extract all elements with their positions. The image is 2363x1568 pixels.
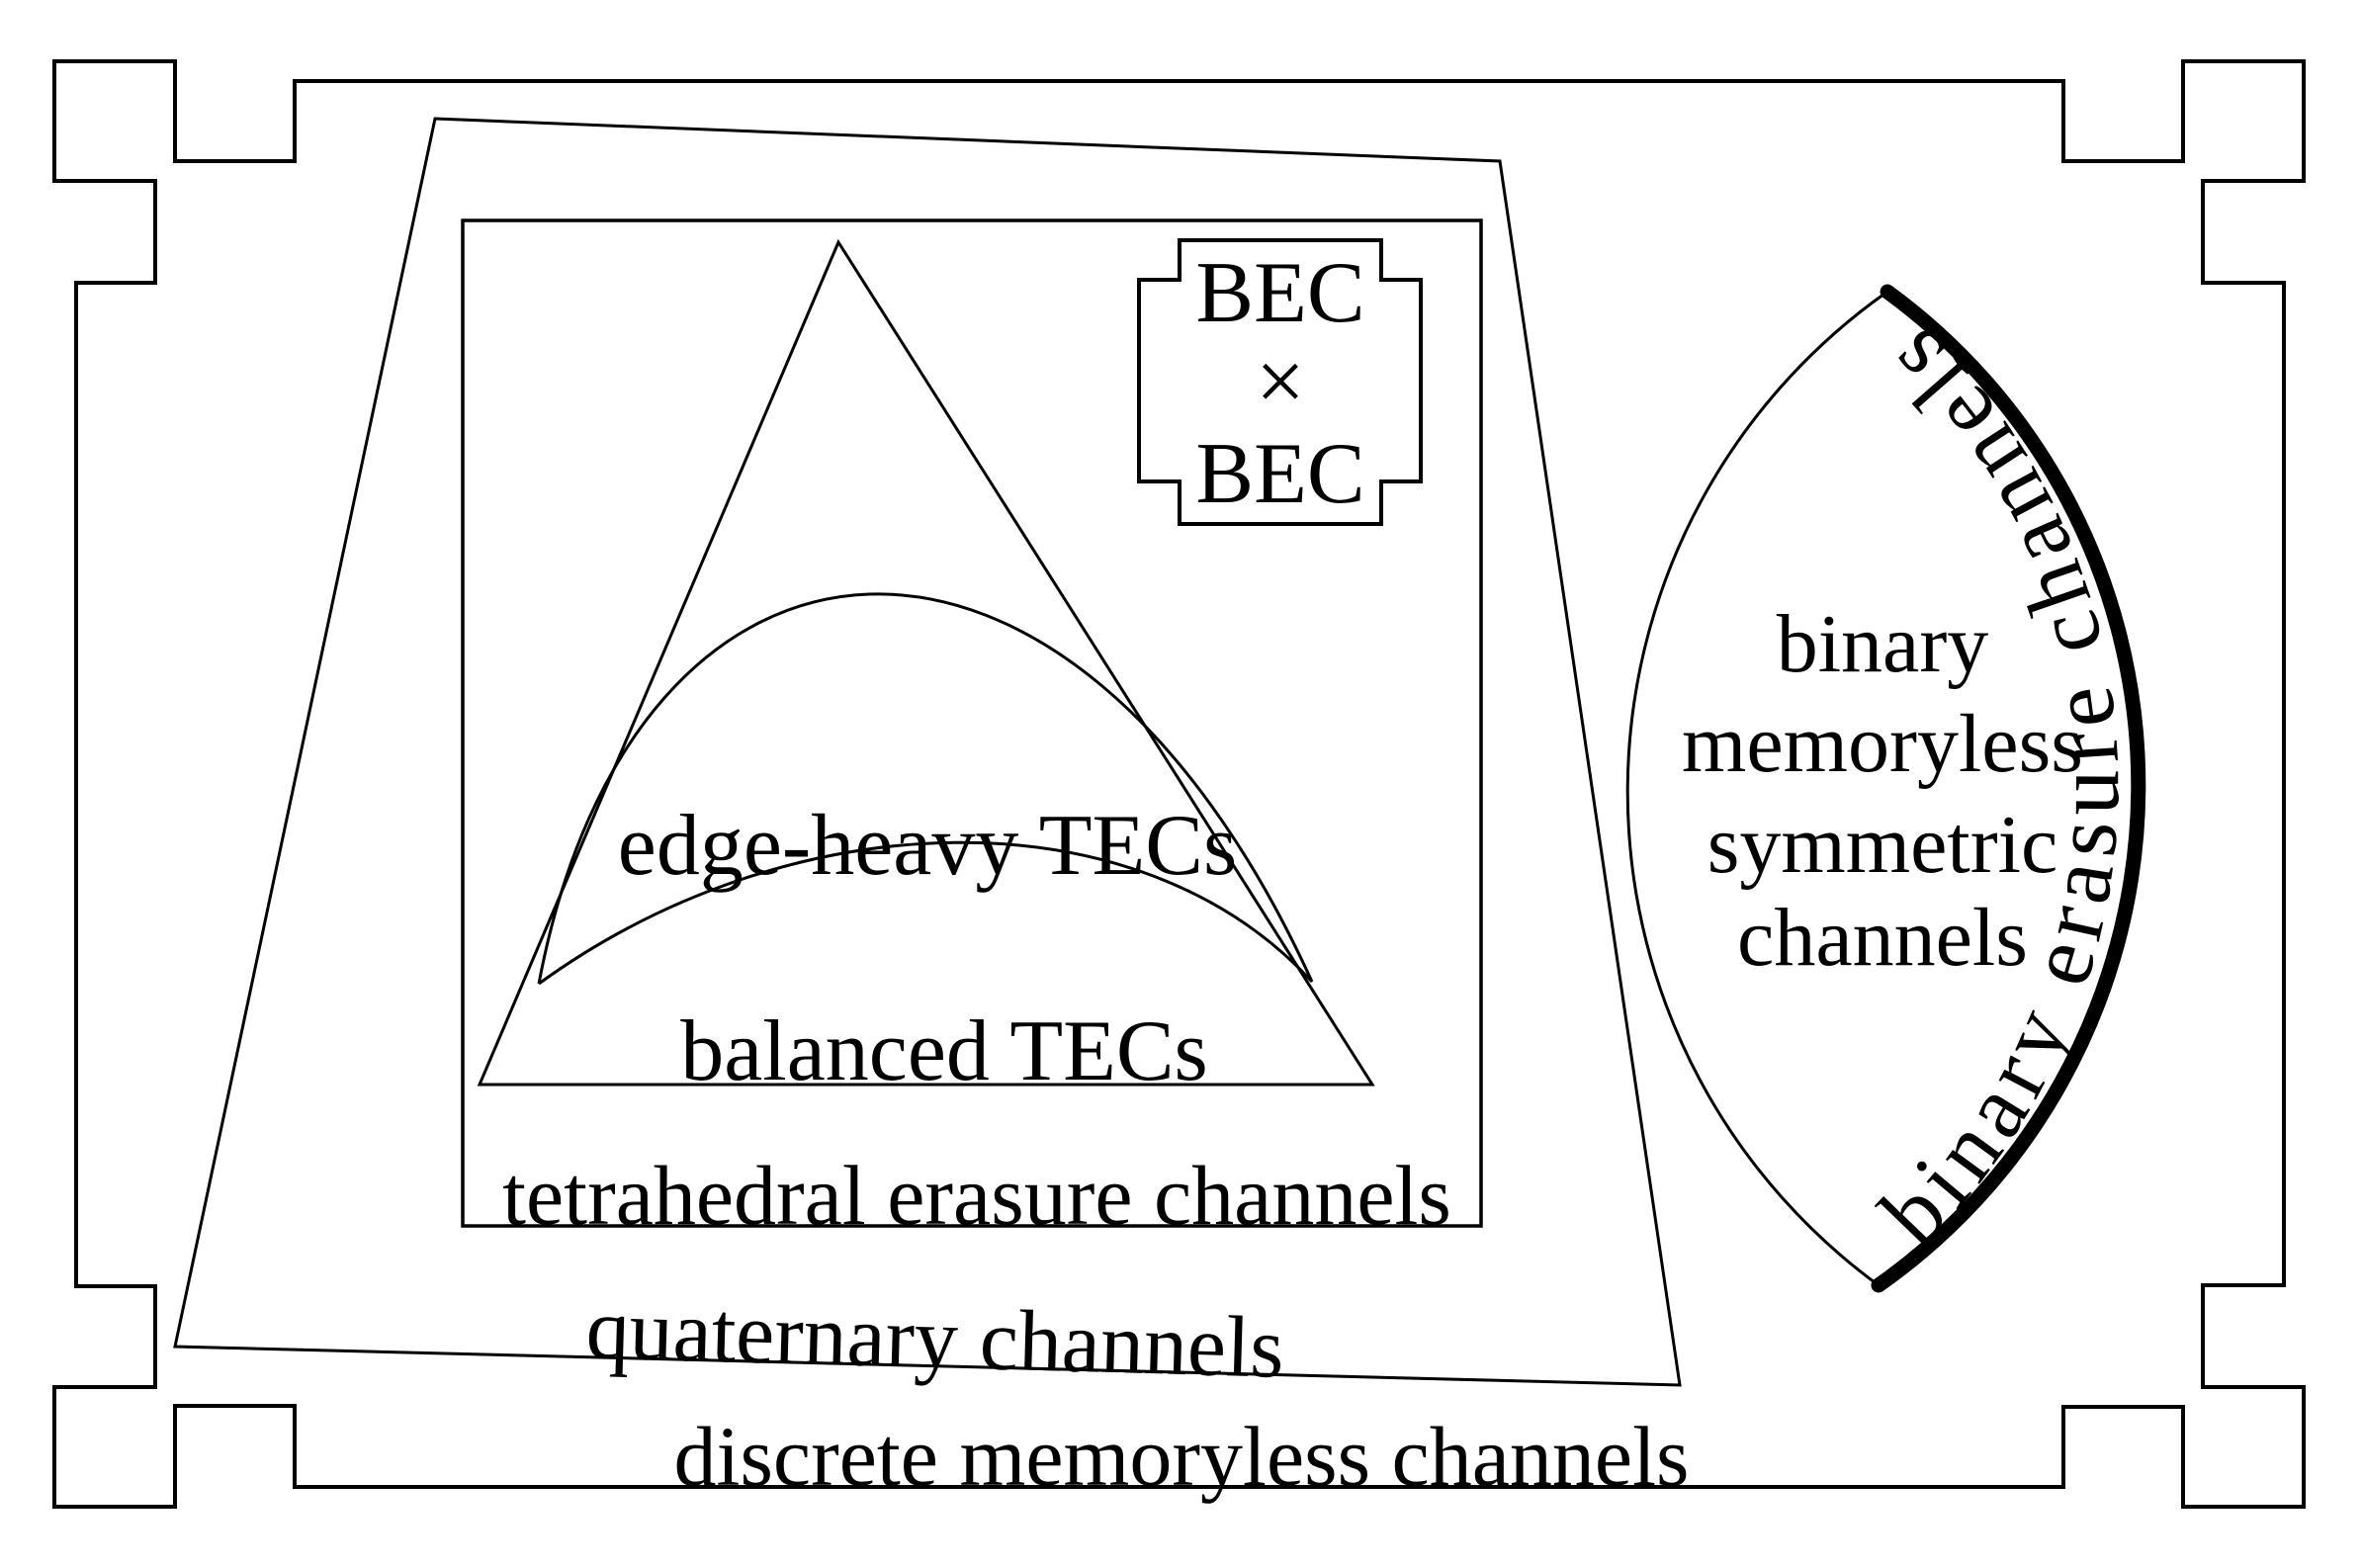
tetrahedral-erasure-channels-label: tetrahedral erasure channels bbox=[502, 1148, 1451, 1243]
bms-left-arc bbox=[1625, 290, 1888, 1287]
bms-label-line1: binary bbox=[1777, 598, 1989, 690]
bec-product-label-line1: BEC bbox=[1195, 245, 1364, 341]
bms-label-line4: channels bbox=[1737, 892, 2028, 984]
balanced-tecs-outline bbox=[477, 238, 1375, 1087]
edge-heavy-upper-curve bbox=[537, 592, 1314, 985]
bec-product-box-outline bbox=[1137, 238, 1423, 526]
bec-product-label-times: × bbox=[1256, 334, 1305, 430]
quaternary-channels-label: quaternary channels bbox=[585, 1281, 1286, 1397]
quaternary-region-outline bbox=[173, 117, 1682, 1387]
edge-heavy-tecs-label: edge-heavy TECs bbox=[618, 798, 1237, 894]
dmc-region-outline bbox=[52, 59, 2306, 1509]
bms-label-line2: memoryless bbox=[1682, 698, 2083, 790]
discrete-memoryless-channels-label: discrete memoryless channels bbox=[674, 1409, 1690, 1504]
bec-product-label-line2: BEC bbox=[1195, 426, 1364, 522]
bec-thick-arc bbox=[1871, 284, 2146, 1293]
bms-label-line3: symmetric bbox=[1707, 799, 2058, 891]
edge-heavy-lower-curve bbox=[538, 840, 1314, 986]
balanced-tecs-label: balanced TECs bbox=[680, 1003, 1208, 1099]
tetrahedral-region-outline bbox=[461, 218, 1483, 1228]
